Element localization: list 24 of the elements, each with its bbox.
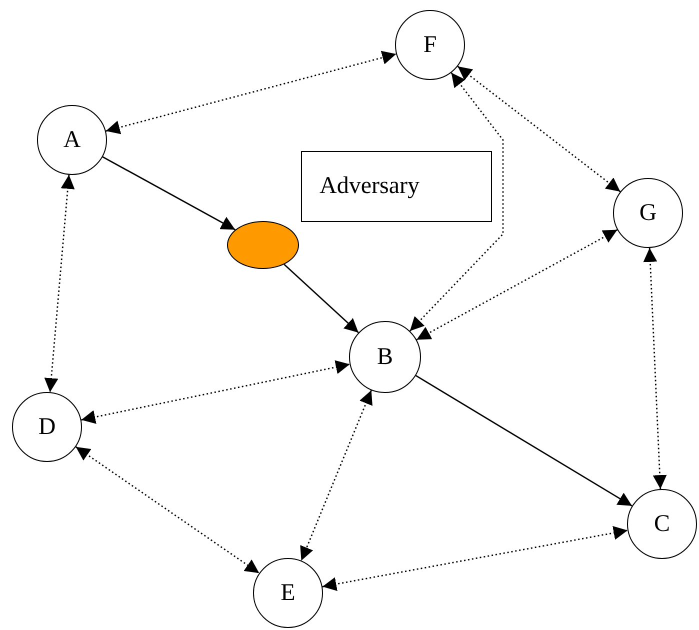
- node-label: Adversary: [320, 172, 420, 200]
- node-label: B: [376, 344, 393, 370]
- arrow: [44, 174, 75, 392]
- arrow: [416, 229, 618, 340]
- node-label: F: [423, 32, 437, 58]
- node-label: A: [63, 126, 81, 154]
- arrow: [409, 72, 504, 332]
- node-label: G: [639, 200, 657, 226]
- arrow: [81, 360, 350, 424]
- arrow: [415, 374, 632, 507]
- arrow: [106, 50, 396, 134]
- arrow: [300, 390, 372, 561]
- node-ellipse: [227, 221, 299, 269]
- node-label: E: [280, 580, 296, 606]
- node-label: C: [654, 510, 670, 538]
- arrow: [643, 248, 667, 490]
- arrow: [284, 264, 359, 334]
- arrow: [457, 66, 621, 192]
- arrow: [75, 446, 260, 574]
- arrow: [102, 156, 236, 230]
- label-box: [300, 150, 492, 222]
- node-circle: [349, 321, 421, 393]
- node-label: D: [38, 414, 56, 440]
- arrow: [322, 526, 628, 591]
